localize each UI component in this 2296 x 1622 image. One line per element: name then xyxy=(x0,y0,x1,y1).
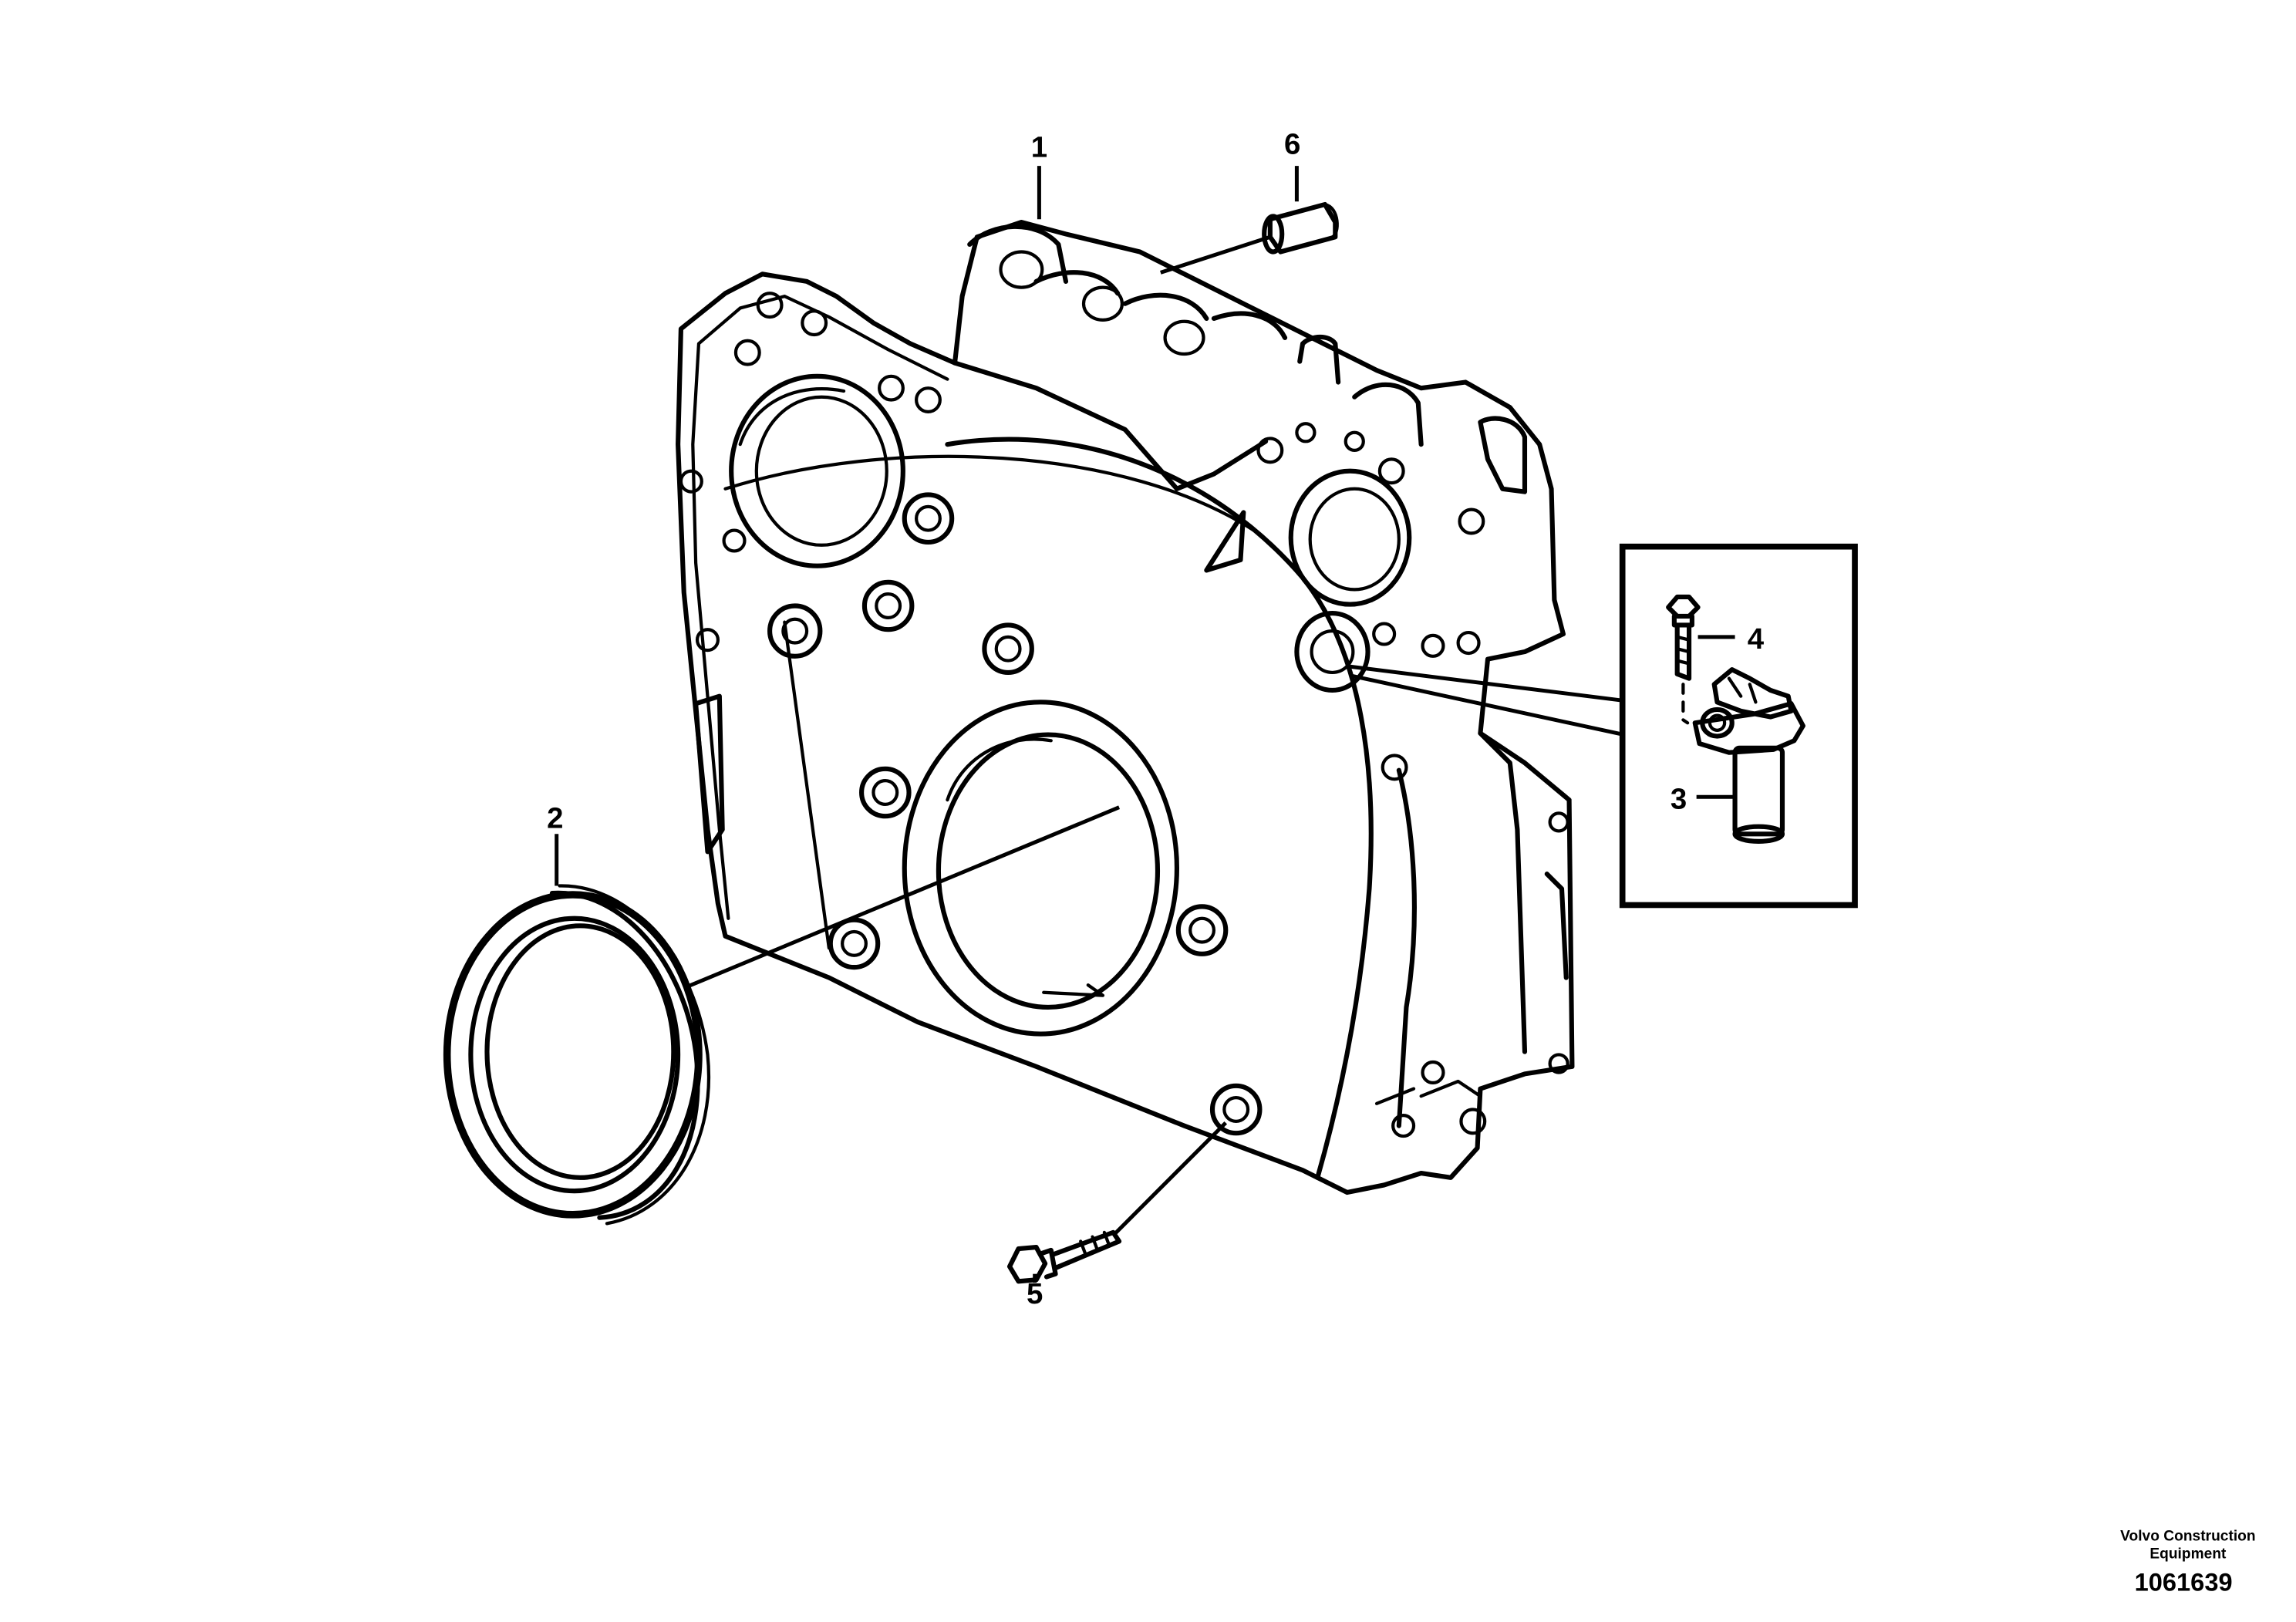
detail-wedge xyxy=(1349,664,1625,737)
callout-4: 4 xyxy=(1748,622,1765,656)
crankshaft-seal-ring xyxy=(443,884,710,1226)
callout-1: 1 xyxy=(1031,131,1047,164)
callout-6: 6 xyxy=(1284,128,1300,161)
callout-labels: 1 2 3 4 5 6 xyxy=(547,128,1765,1310)
flange-screw xyxy=(1006,1229,1122,1284)
sensor-screw xyxy=(1666,594,1701,725)
callout-3: 3 xyxy=(1671,783,1687,816)
brand-line-1: Volvo Construction xyxy=(2120,1528,2255,1544)
brand-line-2: Equipment xyxy=(2149,1546,2227,1562)
footer-branding: Volvo Construction Equipment 1061639 xyxy=(2120,1528,2255,1596)
timing-gear-housing xyxy=(676,220,1575,1195)
leader-lines xyxy=(555,166,1735,1283)
sleeve-plug xyxy=(1262,201,1339,255)
sensor-detail-inset xyxy=(1619,543,1858,909)
leader-2-b xyxy=(683,805,1121,990)
crankshaft-position-sensor xyxy=(1692,667,1805,844)
leader-5-b xyxy=(1111,1121,1228,1237)
callout-2: 2 xyxy=(547,802,563,835)
leader-6-b xyxy=(1160,234,1271,275)
document-number: 1061639 xyxy=(2135,1568,2233,1597)
callout-5: 5 xyxy=(1027,1277,1043,1310)
